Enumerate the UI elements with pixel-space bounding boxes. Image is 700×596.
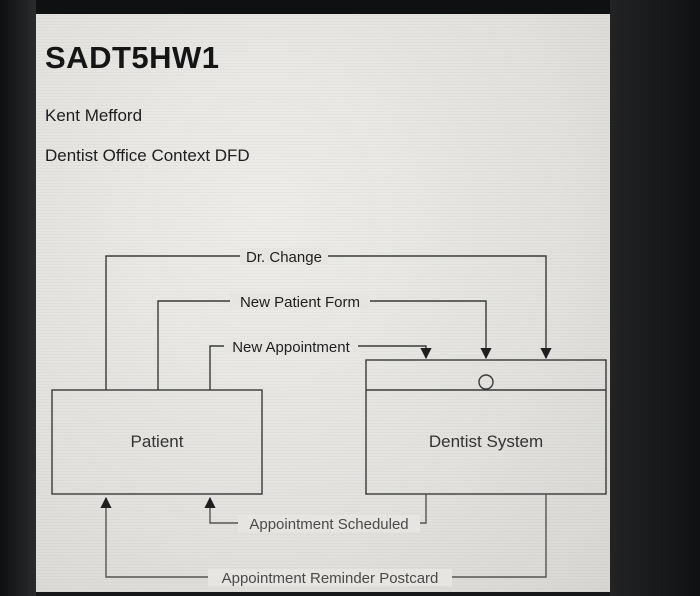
flow-new-patient-form-label-bg (230, 293, 370, 310)
dentist-system-box (365, 359, 607, 495)
monitor-bezel-left (0, 0, 36, 596)
flow-dr-change-label-bg (240, 248, 328, 265)
flow-appointment-reminder-postcard: Appointment Reminder Postcard (100, 494, 547, 587)
diagram-subtitle: Dentist Office Context DFD (45, 146, 250, 165)
flow-appointment-reminder-postcard-label-bg (208, 569, 452, 586)
flow-new-appointment: New Appointment (209, 338, 432, 390)
dentist-system-label: Dentist System (429, 432, 543, 451)
flow-new-appointment-label: New Appointment (232, 339, 350, 356)
flow-appointment-scheduled-label: Appointment Scheduled (249, 516, 408, 533)
flow-new-patient-form: New Patient Form (157, 293, 492, 390)
patient-box (51, 389, 263, 495)
flow-new-appointment-label-bg (224, 338, 358, 355)
context-dfd-diagram: Patient Dentist System Dr. Change New Pa… (51, 248, 607, 587)
flow-dr-change-line (105, 255, 552, 390)
flow-dr-change-label: Dr. Change (246, 249, 322, 266)
flow-appointment-scheduled: Appointment Scheduled (204, 494, 427, 533)
document-screen: SADT5HW1 Kent Mefford Dentist Office Con… (36, 14, 610, 592)
flow-appointment-scheduled-label-bg (238, 515, 420, 532)
monitor-bezel-right (610, 0, 700, 596)
patient-label: Patient (131, 432, 184, 451)
flow-dr-change: Dr. Change (105, 248, 552, 390)
flow-appointment-reminder-postcard-label: Appointment Reminder Postcard (222, 570, 439, 587)
flow-new-patient-form-label: New Patient Form (240, 294, 360, 311)
document-author: Kent Mefford (45, 106, 143, 125)
flow-appointment-reminder-postcard-line (100, 494, 547, 578)
monitor-bezel-top (0, 0, 700, 14)
dentist-system-process: Dentist System (365, 359, 607, 495)
process-id-circle (478, 374, 494, 390)
patient-entity: Patient (51, 389, 263, 495)
document-title: SADT5HW1 (45, 40, 220, 75)
